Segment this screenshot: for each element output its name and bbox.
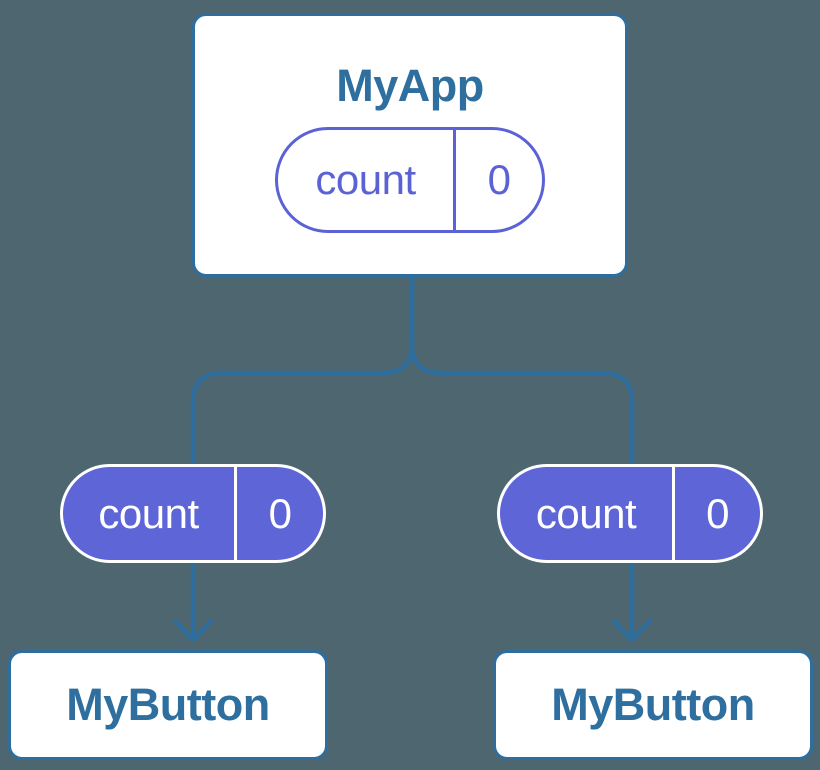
child-component-card-right: MyButton (493, 650, 813, 760)
root-component-card: MyApp count 0 (192, 13, 628, 277)
root-state-pill: count 0 (275, 127, 545, 233)
prop-pill-right: count 0 (497, 464, 763, 563)
prop-name-right: count (500, 467, 675, 560)
root-state-name: count (278, 130, 456, 230)
child-component-title-right: MyButton (551, 679, 755, 730)
prop-name-left: count (63, 467, 237, 560)
prop-pill-left: count 0 (60, 464, 326, 563)
prop-value-right: 0 (706, 489, 729, 537)
root-component-title: MyApp (336, 60, 484, 111)
prop-value-left: 0 (268, 489, 292, 537)
root-state-value: 0 (487, 156, 511, 203)
child-component-card-left: MyButton (8, 650, 328, 760)
fork-branch-left-line (190, 274, 415, 469)
arrow-left-head-icon (172, 618, 214, 643)
fork-branch-right-line (409, 274, 635, 469)
arrow-right-head-icon (611, 618, 653, 643)
child-component-title-left: MyButton (66, 679, 270, 730)
